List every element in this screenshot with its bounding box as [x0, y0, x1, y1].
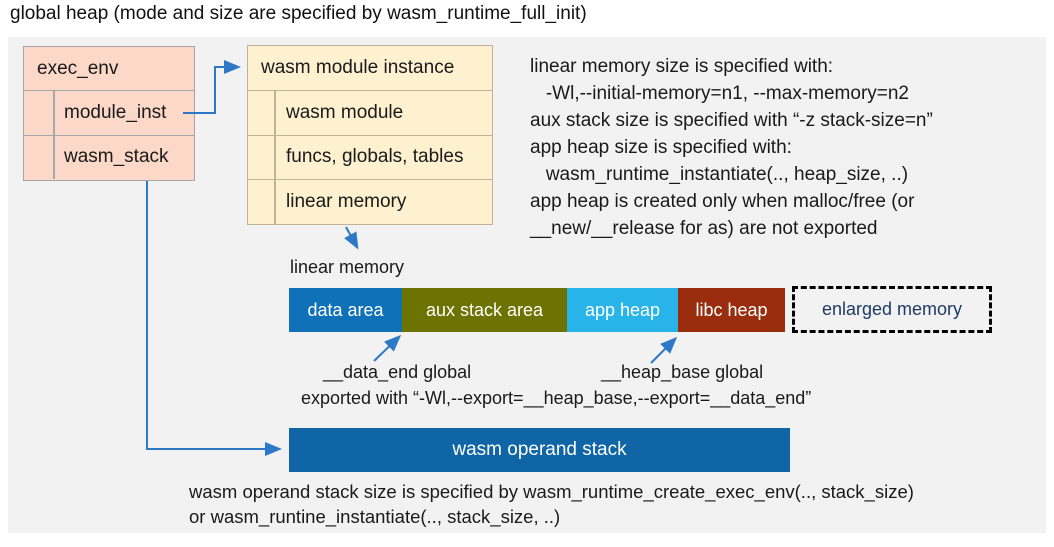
data-end-global-label: __data_end global [323, 362, 472, 382]
row-label: module_inst [64, 101, 167, 123]
segment-enlarged-memory: enlarged memory [792, 286, 992, 333]
note-line: linear memory size is specified with: [530, 56, 834, 77]
row-label: wasm_stack [64, 146, 169, 168]
note-line: wasm_runtime_instantiate(.., heap_size, … [530, 164, 909, 185]
note-line: app heap is created only when malloc/fre… [530, 191, 915, 212]
indent-line [274, 91, 276, 135]
linear-memory-size-notes: linear memory size is specified with: -W… [530, 53, 933, 242]
note-line: app heap size is specified with: [530, 137, 792, 158]
segment-data-area: data area [289, 288, 402, 332]
segment-libc-heap: libc heap [678, 288, 785, 332]
heap-base-global-label: __heap_base global [601, 362, 764, 382]
operand-stack-note-line1: wasm operand stack size is specified by … [189, 481, 914, 502]
instance-row-wasm-module: wasm module [248, 90, 492, 135]
row-label: wasm module [286, 101, 404, 123]
row-label: linear memory [286, 190, 407, 212]
instance-row-linear-memory: linear memory [248, 179, 492, 224]
linear-memory-label: linear memory [290, 257, 405, 277]
indent-line [53, 91, 55, 135]
module-instance-header: wasm module instance [261, 57, 455, 78]
row-label: funcs, globals, tables [286, 146, 464, 168]
instance-row-funcs-globals-tables: funcs, globals, tables [248, 134, 492, 179]
note-line: __new/__release for as) are not exported [530, 218, 878, 239]
note-line: aux stack size is specified with “-z sta… [530, 110, 933, 131]
indent-line [274, 135, 276, 179]
diagram-title: global heap (mode and size are specified… [10, 3, 587, 24]
indent-line [274, 180, 276, 224]
exec-env-row-module-inst: module_inst [24, 90, 194, 135]
wasm-operand-stack-bar: wasm operand stack [289, 428, 790, 472]
operand-stack-note-line2: or wasm_runtine_instantiate(.., stack_si… [189, 506, 561, 527]
wasm-module-instance-box: wasm module instance wasm module funcs, … [247, 45, 493, 225]
note-line: -Wl,--initial-memory=n1, --max-memory=n2 [530, 83, 909, 104]
exec-env-row-wasm-stack: wasm_stack [24, 134, 194, 179]
exported-with-note: exported with “-Wl,--export=__heap_base,… [301, 388, 812, 408]
exec-env-header: exec_env [37, 57, 119, 79]
indent-line [53, 135, 55, 179]
exec-env-box: exec_env module_inst wasm_stack [23, 46, 195, 181]
segment-app-heap: app heap [567, 288, 678, 332]
segment-aux-stack-area: aux stack area [402, 288, 567, 332]
